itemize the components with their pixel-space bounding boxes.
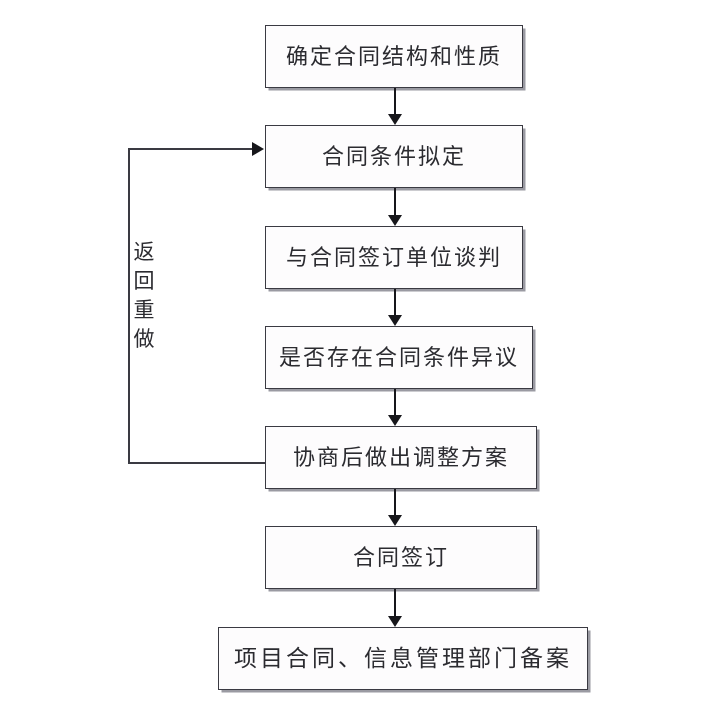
flow-node-4-label: 是否存在合同条件异议 [278,344,519,370]
connector-5-arrow-icon [388,515,402,526]
connector-5-line [394,489,396,517]
flow-node-2-label: 合同条件拟定 [321,143,466,169]
flow-node-7[interactable]: 项目合同、信息管理部门备案 [218,627,588,690]
connector-3-arrow-icon [388,315,402,326]
flow-node-1[interactable]: 确定合同结构和性质 [265,25,523,88]
feedback-loop-top-segment [128,148,253,150]
feedback-loop-label: 返回重做 [133,240,155,351]
flow-node-2[interactable]: 合同条件拟定 [265,125,523,188]
flow-node-6[interactable]: 合同签订 [265,526,537,589]
connector-4-arrow-icon [388,415,402,426]
feedback-loop-bottom-segment [128,462,266,464]
connector-1-arrow-icon [388,114,402,125]
flow-node-7-label: 项目合同、信息管理部门备案 [234,646,572,671]
flow-node-3-label: 与合同签订单位谈判 [285,244,502,270]
flow-node-5-label: 协商后做出调整方案 [292,444,509,470]
connector-2-arrow-icon [388,215,402,226]
connector-3-line [394,289,396,317]
flow-node-6-label: 合同签订 [352,544,449,570]
feedback-loop-vertical-segment [128,149,130,464]
connector-6-arrow-icon [388,616,402,627]
feedback-loop-arrow-icon [252,142,264,156]
flow-node-3[interactable]: 与合同签订单位谈判 [265,226,523,289]
flow-node-5[interactable]: 协商后做出调整方案 [265,426,537,489]
connector-6-line [394,589,396,618]
flow-node-1-label: 确定合同结构和性质 [285,43,502,69]
flow-node-4[interactable]: 是否存在合同条件异议 [265,326,533,389]
connector-1-line [394,88,396,117]
connector-4-line [394,389,396,417]
connector-2-line [394,188,396,217]
